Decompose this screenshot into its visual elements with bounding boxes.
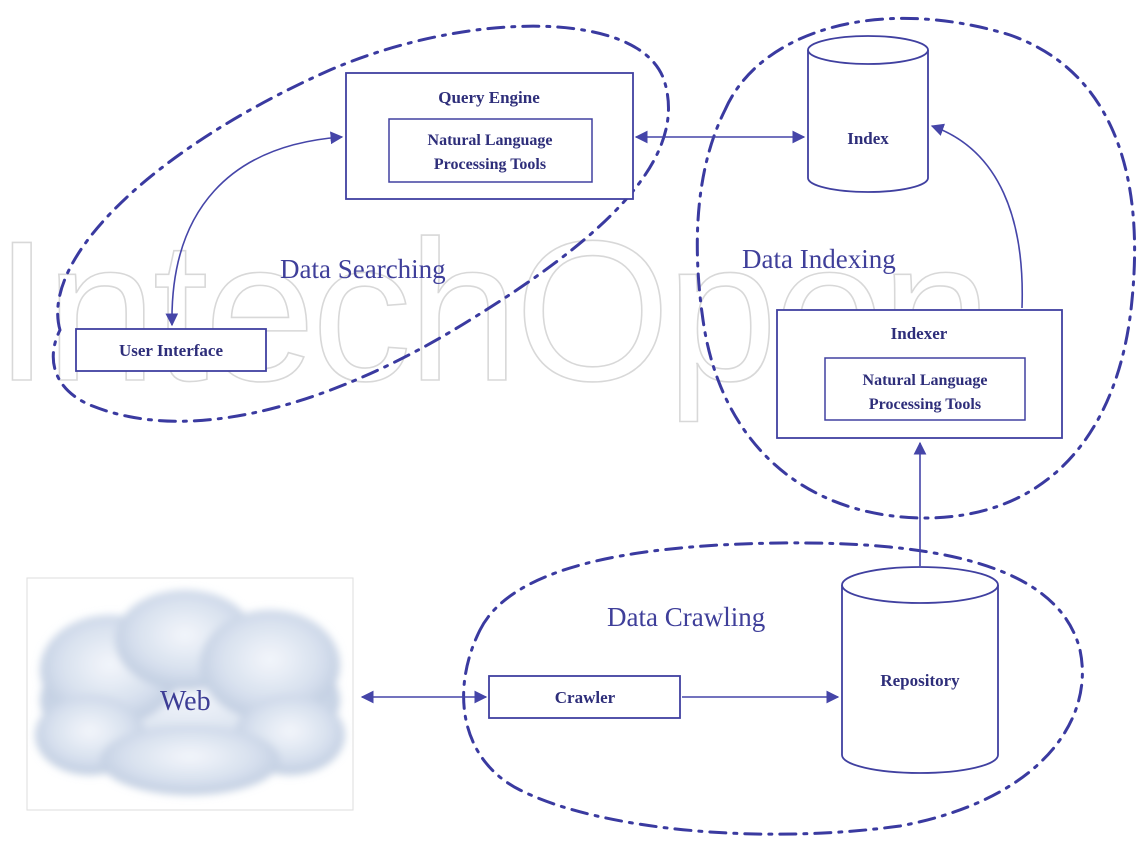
index-node: Index [807,35,929,193]
edge-indexer-index [930,123,1024,309]
cloud-icon [35,590,345,795]
data-crawling-label: Data Crawling [607,602,765,632]
crawler-label: Crawler [555,688,616,707]
query-engine-nlp-box [388,118,593,183]
repository-node: Repository [841,566,999,774]
indexer-nlp-line1: Natural Language [863,372,988,389]
web-cloud: Web [26,577,354,811]
user-interface-label: User Interface [119,341,223,360]
indexer-nlp-line2: Processing Tools [869,396,981,413]
query-engine-nlp-line2: Processing Tools [434,156,546,173]
repository-label: Repository [880,671,960,690]
index-label: Index [847,129,889,148]
edge-query-engine-user-interface [165,131,344,327]
query-engine-title: Query Engine [438,88,540,107]
indexer-title: Indexer [891,324,948,343]
query-engine-nlp-line1: Natural Language [428,132,553,149]
data-searching-label: Data Searching [280,254,446,284]
data-indexing-label: Data Indexing [742,244,896,274]
web-label: Web [160,686,211,717]
data-indexing-region [695,16,1137,520]
indexer-node: Indexer Natural Language Processing Tool… [776,309,1063,439]
crawler-node: Crawler [488,675,681,719]
query-engine-node: Query Engine Natural Language Processing… [345,72,634,200]
indexer-nlp-box [824,357,1026,421]
data-crawling-region [462,541,1084,836]
user-interface-node: User Interface [75,328,267,372]
